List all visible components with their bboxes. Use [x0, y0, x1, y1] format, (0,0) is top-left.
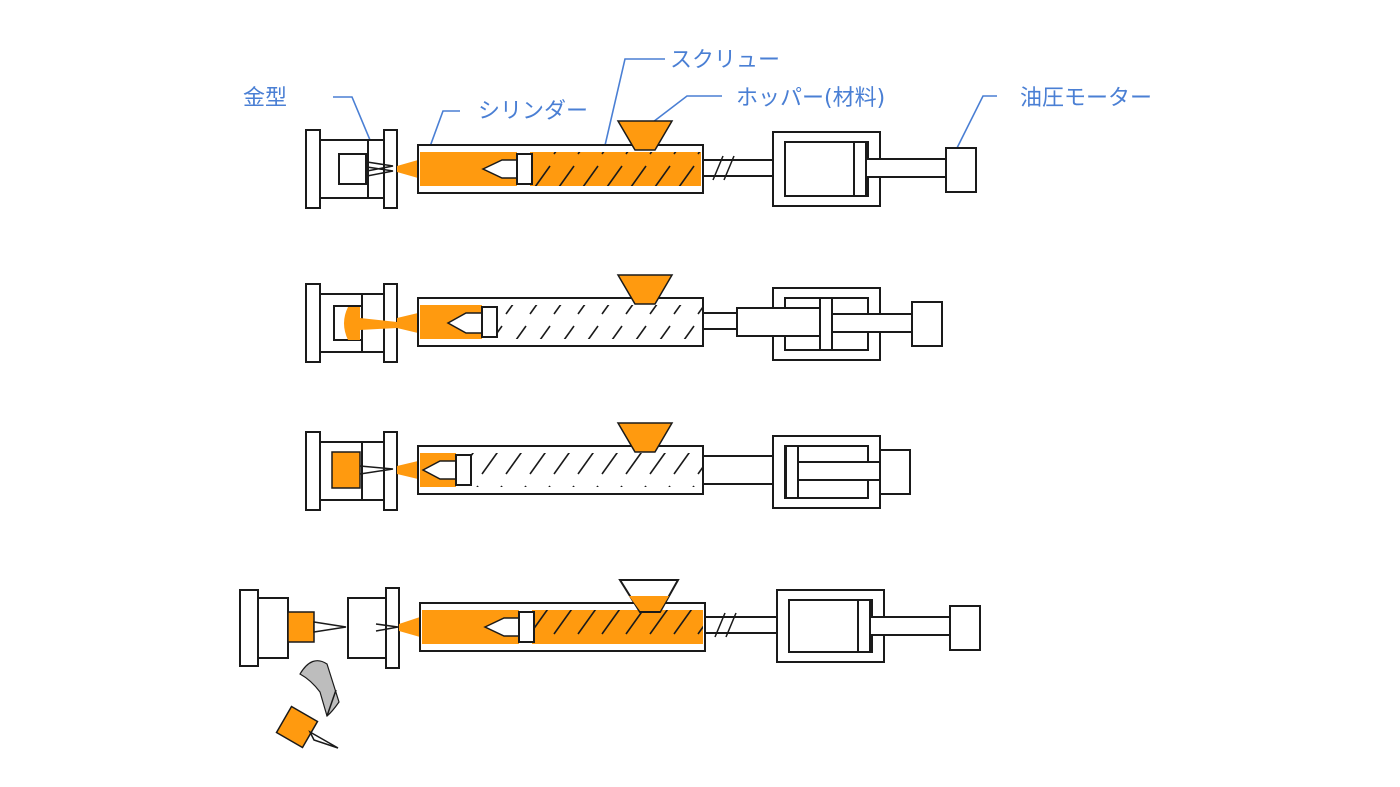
mold-half-right: [347, 597, 387, 659]
piston: [785, 445, 799, 499]
chute-edge: [326, 689, 337, 717]
piston-rod: [831, 313, 913, 333]
leader-hydraulic-motor: [955, 95, 997, 151]
shaft-coupling: [714, 612, 737, 638]
piston: [819, 297, 833, 351]
piston-rod: [865, 158, 947, 178]
sprue-runner: [313, 621, 347, 633]
screw-shaft: [702, 159, 774, 177]
screw-shaft: [702, 455, 774, 485]
filled-part: [331, 451, 361, 489]
label-screw: スクリュー: [670, 48, 780, 73]
sprue-gate: [366, 161, 394, 177]
screw-flights: [497, 305, 702, 339]
shaft-coupling: [712, 155, 735, 181]
check-ring: [518, 611, 535, 643]
hydraulic-motor: [879, 449, 911, 495]
molded-part: [287, 611, 315, 643]
mold-fixed-platen: [305, 431, 321, 511]
mold-cavity: [338, 153, 367, 185]
leader-mold: [333, 96, 371, 141]
screw-shaft: [702, 312, 738, 330]
check-ring: [516, 153, 533, 185]
label-cylinder: シリンダー: [478, 99, 588, 124]
check-ring: [455, 454, 472, 486]
leader-screw: [596, 58, 665, 181]
piston: [853, 141, 867, 197]
ejector-chute: [299, 660, 340, 718]
mold-half-left: [257, 597, 289, 659]
screw-flights: [534, 610, 703, 644]
label-hydraulic-motor: 油圧モーター: [1020, 86, 1152, 111]
label-hopper: ホッパー(材料): [736, 86, 885, 111]
hopper: [616, 422, 674, 453]
screw-flights: [532, 152, 703, 186]
mold-fixed-platen: [305, 283, 321, 363]
hopper: [616, 274, 674, 305]
hydraulic-motor: [945, 147, 977, 193]
nozzle-material: [397, 461, 418, 479]
hopper: [616, 120, 674, 151]
mold-fixed-platen: [305, 129, 321, 209]
nozzle-material: [399, 617, 420, 637]
piston-rod-extended: [736, 307, 821, 337]
leader-cylinder: [427, 110, 460, 153]
piston-rod: [797, 461, 881, 481]
nozzle-material: [397, 313, 418, 333]
hydraulic-motor: [949, 605, 981, 651]
hydraulic-motor: [911, 301, 943, 347]
labels-layer: 金型 シリンダー スクリュー ホッパー(材料) 油圧モーター: [243, 48, 1152, 181]
sprue-material: [360, 318, 397, 330]
label-mold: 金型: [243, 86, 287, 111]
stage-4-ejection: [239, 579, 981, 749]
stage-2-injection: [305, 274, 943, 363]
nozzle-material: [397, 160, 418, 178]
sprue-gate: [359, 465, 394, 475]
leader-hopper: [652, 95, 722, 123]
mold-moving-platen: [383, 129, 398, 209]
hopper-material: [629, 596, 669, 611]
piston: [857, 599, 871, 653]
sprue-gate: [375, 623, 399, 632]
stage-1-plasticizing: [305, 120, 977, 209]
stage-3-holding-pressure: [305, 422, 911, 511]
partial-fill: [344, 307, 360, 340]
check-ring: [481, 306, 498, 338]
ejected-part: [275, 705, 319, 749]
piston-rod: [869, 616, 951, 636]
screw-flights: [471, 453, 702, 487]
mold-fixed-platen: [239, 589, 259, 667]
ejected-sprue: [308, 730, 339, 749]
screw-shaft: [704, 616, 778, 634]
mold-moving-platen: [383, 431, 398, 511]
